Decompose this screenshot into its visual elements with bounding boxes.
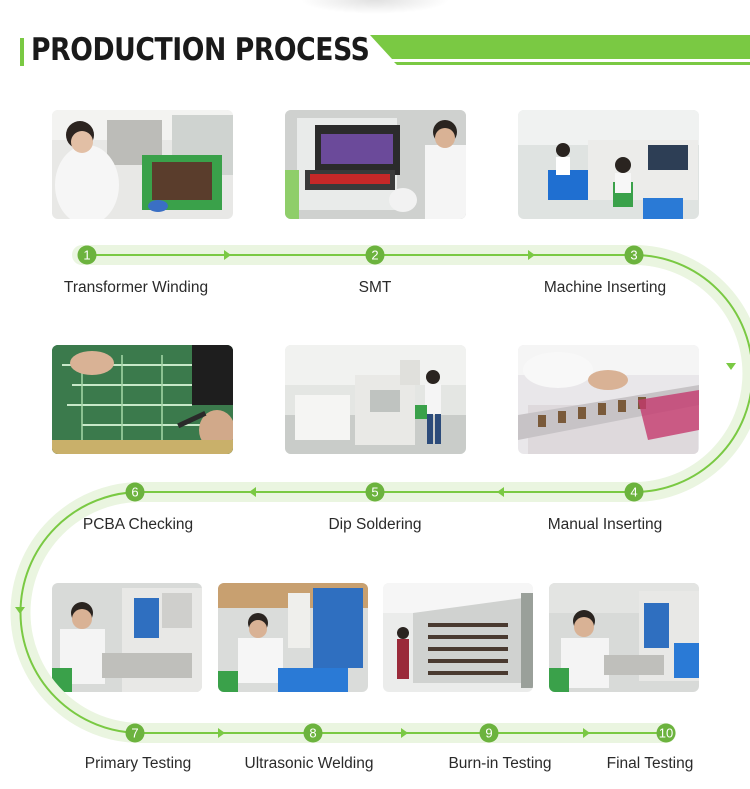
photo-primary-testing (52, 583, 202, 692)
flow-arrow (401, 728, 408, 738)
page-title: PRODUCTION PROCESS (31, 32, 370, 68)
step-badge-circle (624, 245, 644, 265)
step-badge-circle (303, 723, 323, 743)
title-accent-bar (370, 35, 750, 65)
step-number: 8 (309, 726, 316, 741)
step-badge-4: 4 (624, 482, 644, 502)
flow-arrow (15, 607, 25, 614)
step-label: Transformer Winding (63, 279, 209, 296)
step-number: 2 (371, 248, 378, 263)
step-number: 4 (630, 485, 637, 500)
step-number: 3 (630, 248, 637, 263)
photo-smt (285, 110, 466, 219)
photo-manual-inserting (518, 345, 699, 454)
step-label: Primary Testing (84, 755, 192, 772)
photo-ultrasonic-welding (218, 583, 368, 692)
step-badge-9: 9 (479, 723, 499, 743)
step-badge-circle (77, 245, 97, 265)
step-badge-3: 3 (624, 245, 644, 265)
step-label: Ultrasonic Welding (244, 755, 374, 772)
step-badge-5: 5 (365, 482, 385, 502)
title-marker (20, 38, 24, 66)
step-number: 5 (371, 485, 378, 500)
step-badge-circle (656, 723, 676, 743)
photo-machine-inserting (518, 110, 699, 219)
step-badge-circle (624, 482, 644, 502)
step-label: Dip Soldering (328, 516, 422, 533)
step-label: Manual Inserting (547, 516, 663, 533)
flow-arrow (249, 487, 256, 497)
photo-pcba-checking (52, 345, 233, 454)
step-badge-circle (365, 482, 385, 502)
flow-arrow (497, 487, 504, 497)
step-number: 10 (659, 726, 673, 741)
flow-arrow (583, 728, 590, 738)
photo-burn-in-testing (383, 583, 533, 692)
step-badge-2: 2 (365, 245, 385, 265)
step-badge-circle (365, 245, 385, 265)
step-label: Burn-in Testing (448, 755, 552, 772)
flow-arrow (726, 363, 736, 370)
step-badge-6: 6 (125, 482, 145, 502)
step-label: Machine Inserting (543, 279, 667, 296)
flow-line (19, 254, 750, 734)
flow-arrow (528, 250, 535, 260)
step-badge-circle (125, 723, 145, 743)
step-badge-1: 1 (77, 245, 97, 265)
top-shadow (300, 0, 450, 14)
photo-final-testing (549, 583, 699, 692)
step-label: PCBA Checking (82, 516, 194, 533)
photo-transformer-winding (52, 110, 233, 219)
step-badge-10: 10 (656, 723, 676, 743)
step-badge-8: 8 (303, 723, 323, 743)
step-label: SMT (358, 279, 392, 296)
step-badge-7: 7 (125, 723, 145, 743)
step-badge-circle (125, 482, 145, 502)
step-number: 1 (83, 248, 90, 263)
step-number: 7 (131, 726, 138, 741)
step-label: Final Testing (606, 755, 694, 772)
photo-dip-soldering (285, 345, 466, 454)
step-number: 9 (485, 726, 492, 741)
step-number: 6 (131, 485, 138, 500)
flow-arrow (218, 728, 225, 738)
step-badge-circle (479, 723, 499, 743)
flow-arrow (224, 250, 231, 260)
